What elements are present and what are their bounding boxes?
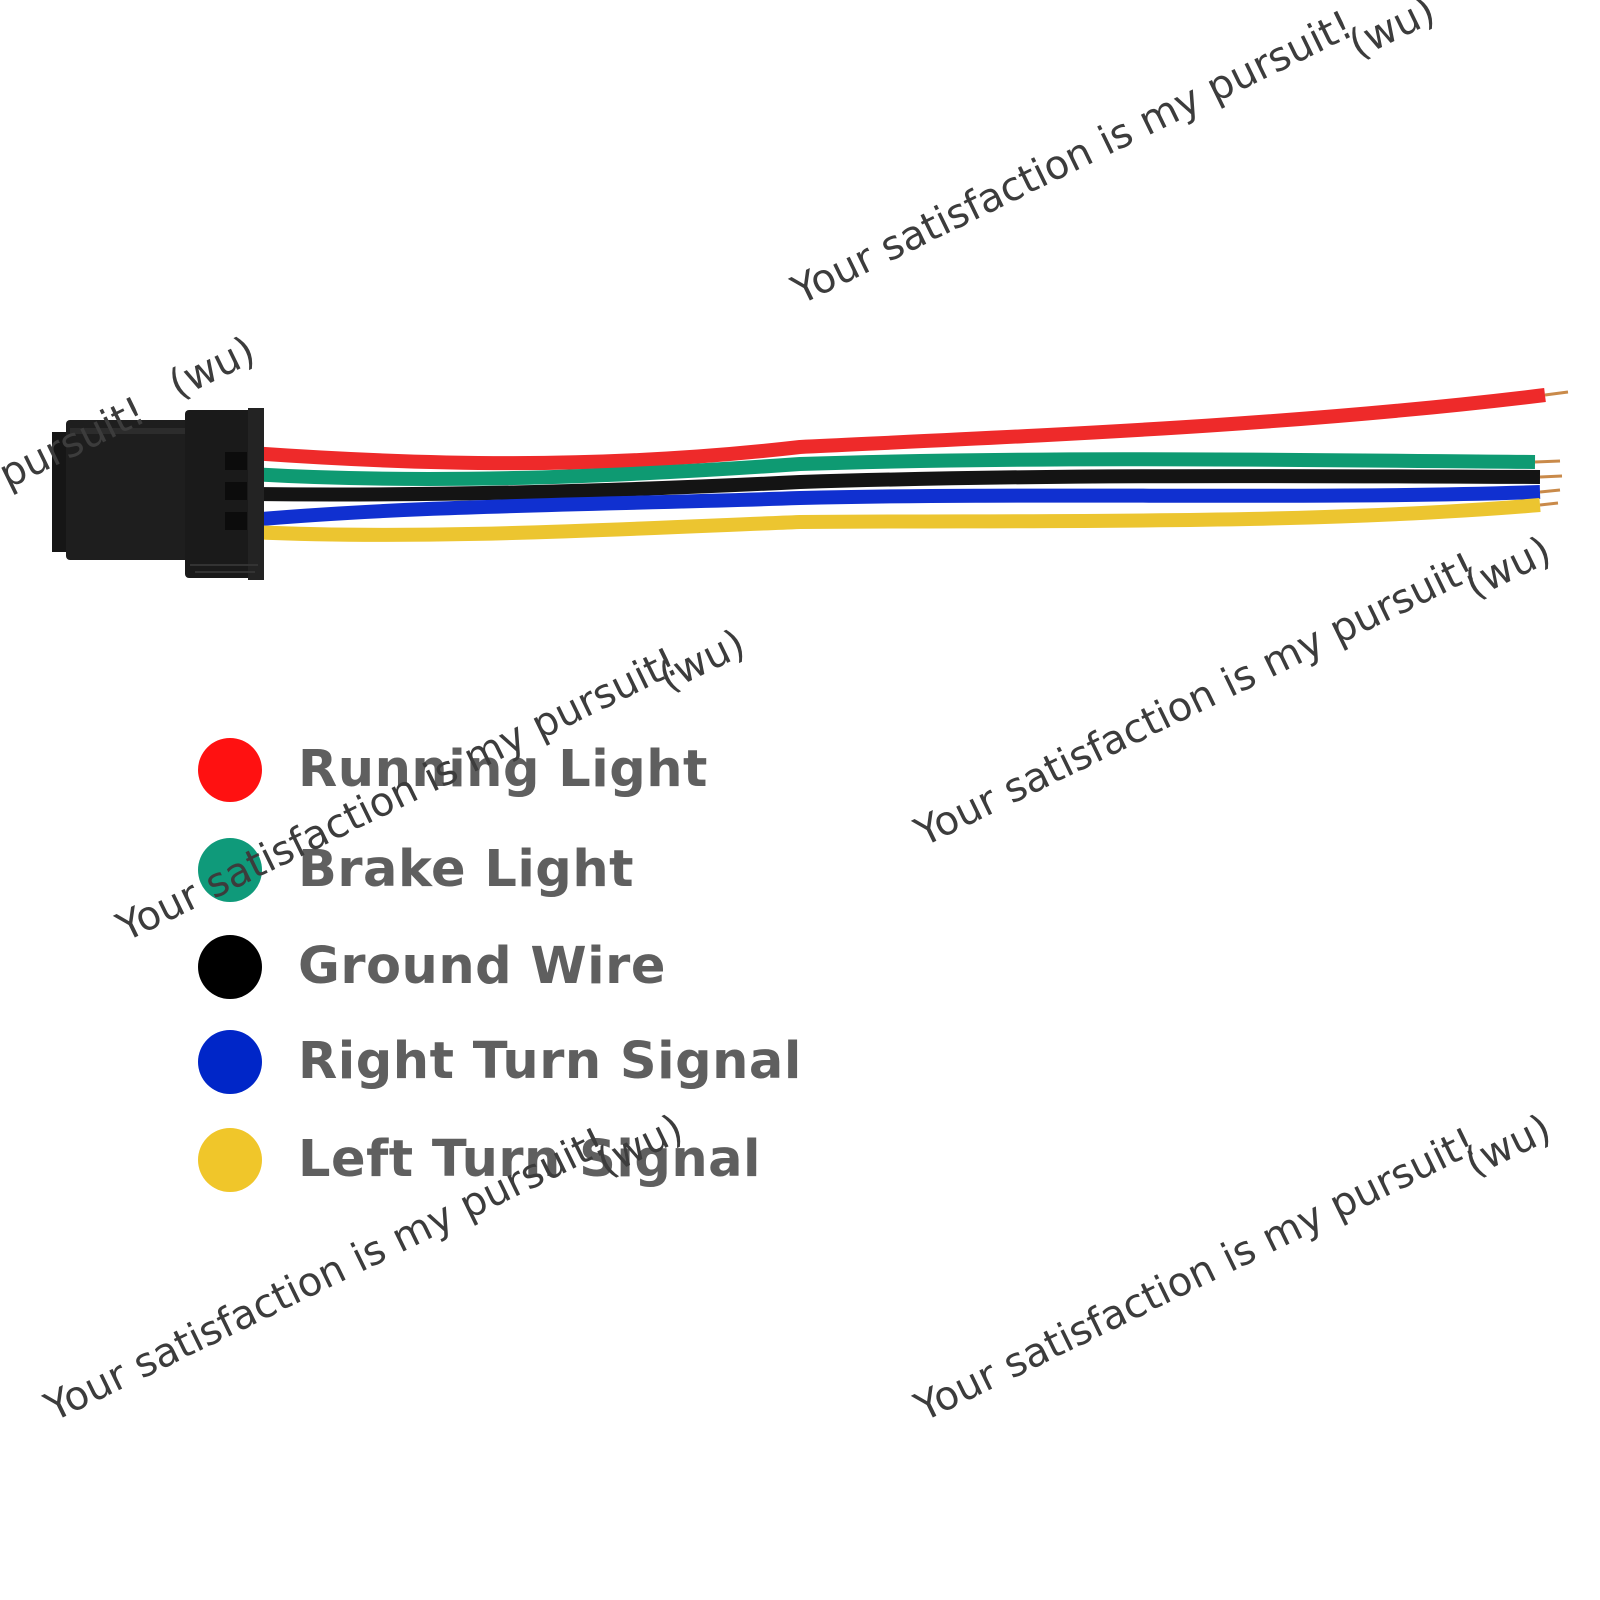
wire-blue bbox=[249, 485, 1541, 527]
legend-item-right-turn-signal: Right Turn Signal bbox=[198, 1030, 1098, 1100]
watermark-tag: (wu) bbox=[1457, 1105, 1559, 1186]
copper-tips bbox=[1534, 390, 1569, 507]
wire-red bbox=[249, 388, 1546, 471]
green-dot-icon bbox=[198, 838, 262, 902]
connector bbox=[52, 408, 264, 580]
yellow-dot-icon bbox=[198, 1128, 262, 1192]
wires bbox=[249, 388, 1569, 542]
legend-label: Running Light bbox=[298, 740, 708, 799]
legend-item-left-turn-signal: Left Turn Signal bbox=[198, 1128, 1098, 1198]
legend-label: Left Turn Signal bbox=[298, 1130, 762, 1189]
wire-black bbox=[249, 469, 1541, 502]
legend-label: Right Turn Signal bbox=[298, 1032, 802, 1091]
wire-green bbox=[249, 452, 1536, 486]
legend-item-ground-wire: Ground Wire bbox=[198, 935, 1098, 1005]
wire-yellow bbox=[249, 498, 1541, 542]
black-dot-icon bbox=[198, 935, 262, 999]
blue-dot-icon bbox=[198, 1030, 262, 1094]
legend-item-running-light: Running Light bbox=[198, 738, 1098, 808]
wire-harness-illustration bbox=[52, 388, 1569, 580]
legend-label: Brake Light bbox=[298, 840, 635, 899]
red-dot-icon bbox=[198, 738, 262, 802]
legend-item-brake-light: Brake Light bbox=[198, 838, 1098, 908]
legend-label: Ground Wire bbox=[298, 937, 666, 996]
